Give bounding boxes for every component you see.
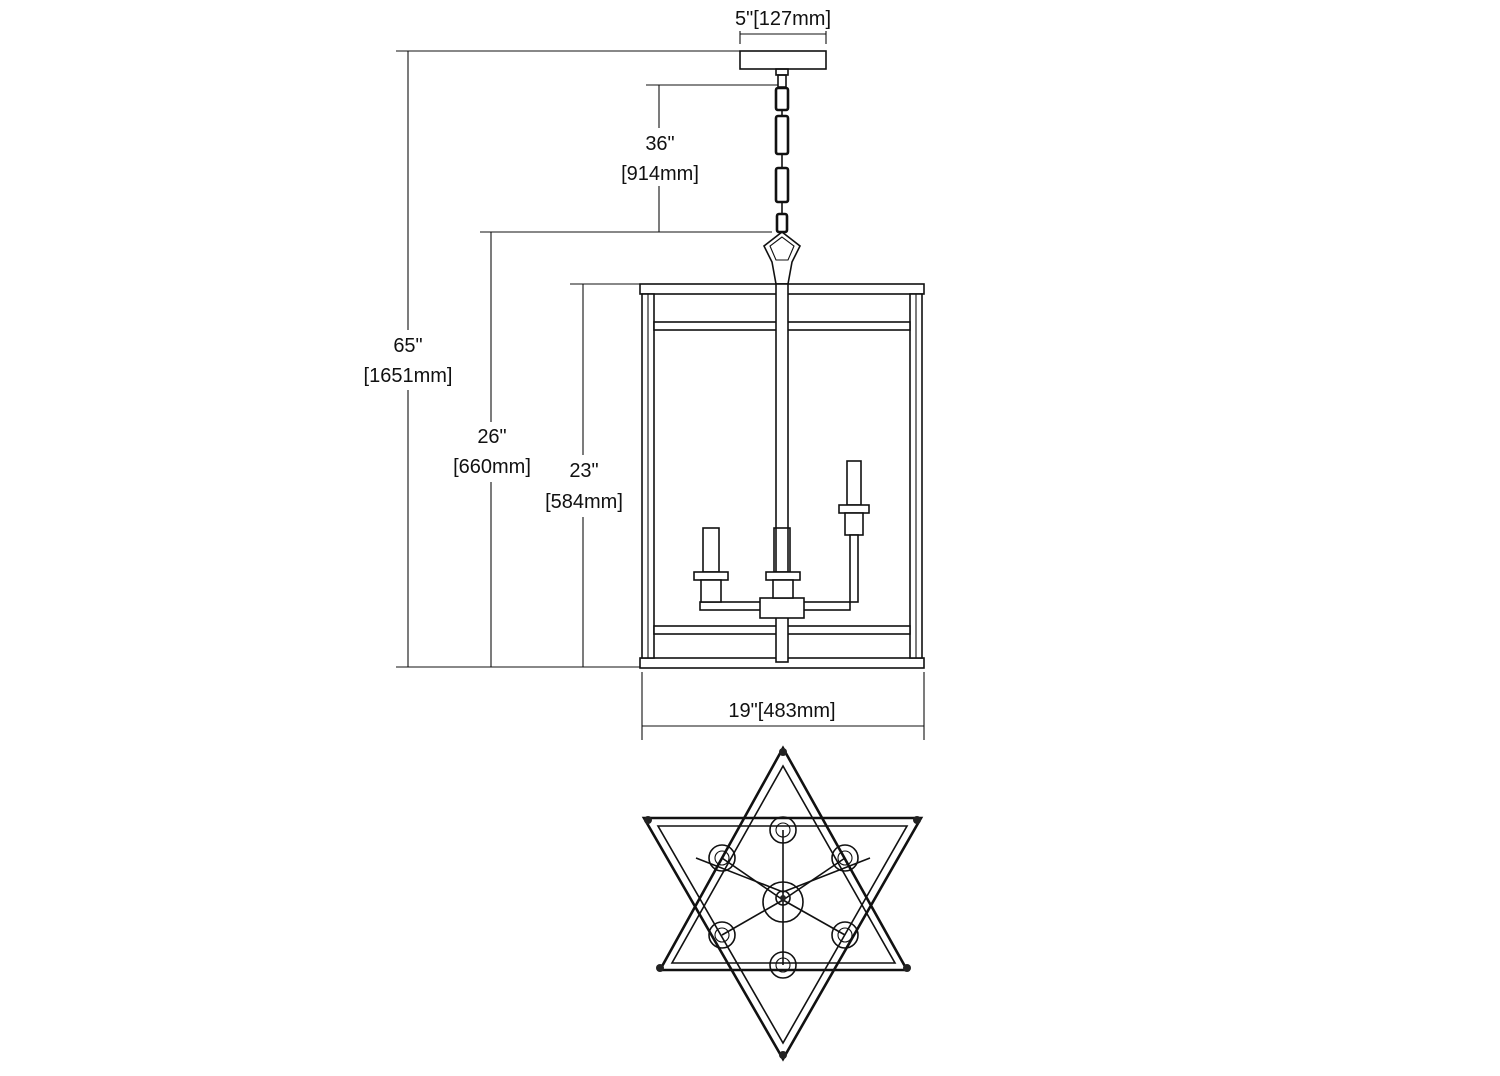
dimension-labels: 5"[127mm] 36" [914mm] 65" [1651mm] 26" [… (352, 5, 856, 724)
chain-link (774, 166, 790, 204)
chain-link (775, 212, 789, 234)
canopy (739, 50, 827, 70)
center-hub (759, 597, 805, 619)
fixture-label-bg (442, 422, 542, 482)
cup-lower-left (708, 921, 736, 949)
chain-length-in-label: 36" (645, 133, 674, 155)
width-label-bg (708, 696, 856, 724)
canopy-label-bg (734, 5, 844, 31)
cup-upper-right (831, 844, 859, 872)
cup-top (769, 816, 797, 844)
fixture-height-in-label: 26" (477, 426, 506, 448)
cup-upper-left (708, 844, 736, 872)
overall-label-bg (352, 330, 464, 390)
canopy-and-chain (739, 50, 827, 285)
overall-height-mm-label: [1651mm] (364, 365, 453, 387)
body-label-bg (534, 455, 634, 517)
chain-link (774, 114, 790, 156)
bottom-view (641, 745, 924, 1062)
candle-assembly (693, 460, 870, 619)
center-rod (775, 283, 789, 663)
triangle-down-outer (641, 816, 924, 1062)
cup-lower-right (831, 921, 859, 949)
bobeche-right (838, 504, 870, 514)
triangle-up-outer (657, 745, 910, 972)
stem-right (849, 534, 859, 603)
bobeche-left (693, 571, 729, 581)
canopy-width-label: 5"[127mm] (735, 8, 831, 30)
body-height-mm-label: [584mm] (545, 491, 623, 513)
chain-length-mm-label: [914mm] (621, 163, 699, 185)
cup-left (700, 579, 722, 603)
loop (777, 74, 787, 88)
lantern-frame (639, 283, 925, 669)
bobeche-center (765, 571, 801, 581)
cup-bottom (769, 951, 797, 979)
chain-link (774, 86, 790, 112)
hub-inner (775, 890, 791, 906)
fixture-height-mm-label: [660mm] (453, 456, 531, 478)
candle-left (702, 527, 720, 573)
body-height-in-label: 23" (569, 460, 598, 482)
top-finial (762, 230, 802, 285)
overall-height-in-label: 65" (393, 335, 422, 357)
cup-center (772, 579, 794, 599)
width-label: 19"[483mm] (728, 700, 835, 722)
candle-right (846, 460, 862, 506)
hub-outer (762, 881, 804, 923)
cup-right (844, 512, 864, 536)
canopy-stem (775, 68, 789, 76)
chain-label-bg (620, 128, 700, 186)
